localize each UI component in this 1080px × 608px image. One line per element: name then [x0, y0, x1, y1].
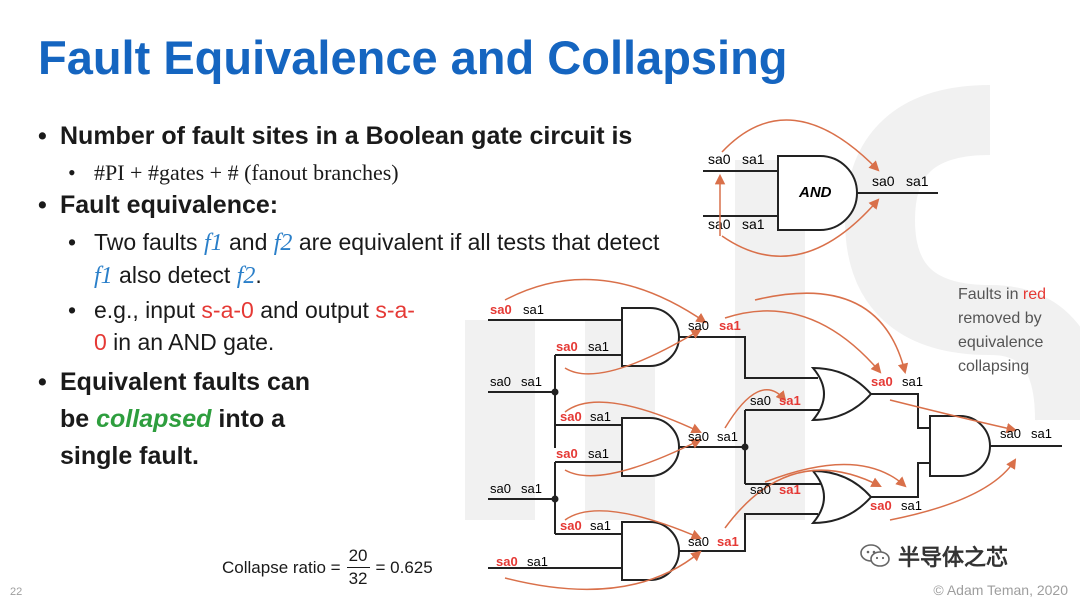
b5-sa0: sa0 — [560, 518, 582, 533]
text-run: Equivalent faults can be — [60, 368, 311, 433]
and-gate-example: AND sa0 sa1 sa0 sa1 sa0 sa1 — [703, 119, 938, 257]
or-gate-2 — [810, 469, 873, 525]
slide-number: 22 — [10, 586, 23, 598]
text-run: e.g., input — [94, 297, 202, 323]
out-sa1: sa1 — [1031, 426, 1052, 441]
equivalence-arrows — [714, 119, 880, 257]
text-run: in an AND gate. — [106, 329, 275, 355]
wechat-account-name: 半导体之芯 — [898, 545, 1009, 570]
text-run: . — [255, 262, 262, 288]
text-run: and — [222, 229, 274, 255]
and-in-top-sa1: sa1 — [742, 151, 765, 167]
pi2-sa1: sa1 — [521, 374, 542, 389]
b2-sa1: sa1 — [588, 339, 609, 354]
and-in-bottom-sa1: sa1 — [742, 216, 765, 232]
b4-sa0: sa0 — [556, 446, 578, 461]
a2-sa0: sa0 — [688, 429, 709, 444]
wechat-watermark: 半导体之芯 — [860, 540, 1008, 572]
fault-f2: f2 — [236, 263, 256, 289]
ratio-result: = 0.625 — [375, 557, 433, 577]
text-run: into a single fault. — [60, 405, 286, 470]
fanout-node — [551, 495, 559, 503]
b4-sa1: sa1 — [588, 446, 609, 461]
b3-sa1: sa1 — [590, 409, 611, 424]
fault-f2: f2 — [273, 230, 293, 256]
a1-sa0: sa0 — [688, 318, 709, 333]
b5-sa1: sa1 — [590, 518, 611, 533]
bullet-fault-sites: Number of fault sites in a Boolean gate … — [38, 122, 668, 151]
text-run: Two faults — [94, 229, 204, 255]
wechat-icon — [860, 544, 890, 567]
bullet-collapsing: Equivalent faults can be collapsed into … — [38, 364, 320, 475]
circuit-gates — [621, 307, 991, 581]
text-run: also detect — [112, 262, 237, 288]
or2in-sa0: sa0 — [750, 482, 771, 497]
copyright: © Adam Teman, 2020 — [933, 582, 1068, 598]
and-gate-1 — [621, 307, 680, 367]
fanout-node — [741, 443, 749, 451]
b2-sa0: sa0 — [556, 339, 578, 354]
note-red-word: red — [1022, 286, 1047, 303]
collapsed-word: collapsed — [96, 405, 212, 433]
stuck-at-0-output: s-a-0 — [94, 297, 415, 355]
text-run: and output — [253, 297, 376, 323]
and-gate-3 — [621, 521, 680, 581]
collapsing-note: Faults in red removed by equivalence col… — [958, 283, 1076, 379]
out-sa0: sa0 — [1000, 426, 1021, 441]
text-run: Faults in — [958, 286, 1023, 303]
bullet-fault-sites-formula: #PI + #gates + # (fanout branches) — [38, 157, 668, 189]
bullet-fault-equivalence: Fault equivalence: — [38, 191, 668, 220]
stuck-at-0-input: s-a-0 — [201, 297, 254, 323]
ratio-denominator: 32 — [348, 569, 368, 588]
a2-sa1: sa1 — [717, 429, 738, 444]
and-gate-symbol — [777, 155, 858, 231]
text-run: removed by equivalence collapsing — [958, 310, 1044, 375]
or-gate-1 — [810, 366, 873, 422]
a3-sa0: sa0 — [688, 534, 709, 549]
a1-sa1: sa1 — [719, 318, 741, 333]
pi1-sa1: sa1 — [523, 302, 544, 317]
collapse-ratio: Collapse ratio = 20 32 = 0.625 — [222, 545, 433, 590]
circuit-wires — [488, 319, 1062, 569]
o2-sa0: sa0 — [870, 498, 892, 513]
o2-sa1: sa1 — [901, 498, 922, 513]
o1-sa0: sa0 — [871, 374, 893, 389]
bullet-equivalence-example: e.g., input s-a-0 and output s-a-0 in an… — [38, 294, 424, 358]
o1-sa1: sa1 — [902, 374, 923, 389]
bullet-list: Number of fault sites in a Boolean gate … — [38, 122, 668, 481]
and-out-sa0: sa0 — [872, 173, 895, 189]
pi3-sa0: sa0 — [490, 481, 511, 496]
b3-sa0: sa0 — [560, 409, 582, 424]
pi3-sa1: sa1 — [521, 481, 542, 496]
bullet-equivalence-definition: Two faults f1 and f2 are equivalent if a… — [38, 226, 668, 292]
pi2-sa0: sa0 — [490, 374, 511, 389]
and-gate-output — [929, 415, 991, 477]
or2in-sa1: sa1 — [779, 482, 801, 497]
ratio-label: Collapse ratio = — [222, 557, 341, 577]
and-gate-2 — [621, 417, 680, 477]
circuit-equivalence-arrows — [504, 278, 1018, 591]
or1in-sa0: sa0 — [750, 393, 771, 408]
fault-f1: f1 — [94, 263, 113, 289]
and-out-sa1: sa1 — [906, 173, 929, 189]
fanout-node — [551, 388, 559, 396]
and-gate-label: AND — [798, 184, 832, 201]
pi4-sa1: sa1 — [527, 554, 548, 569]
ratio-numerator: 20 — [346, 545, 370, 568]
ratio-fraction: 20 32 — [346, 545, 370, 590]
a3-sa1: sa1 — [717, 534, 739, 549]
page-title: Fault Equivalence and Collapsing — [38, 31, 788, 84]
or1in-sa1: sa1 — [779, 393, 801, 408]
text-run: are equivalent if all tests that detect — [292, 229, 660, 255]
pi4-sa0: sa0 — [496, 554, 518, 569]
and-in-top-sa0: sa0 — [708, 151, 731, 167]
fault-f1: f1 — [203, 230, 223, 256]
pi1-sa0: sa0 — [490, 302, 512, 317]
